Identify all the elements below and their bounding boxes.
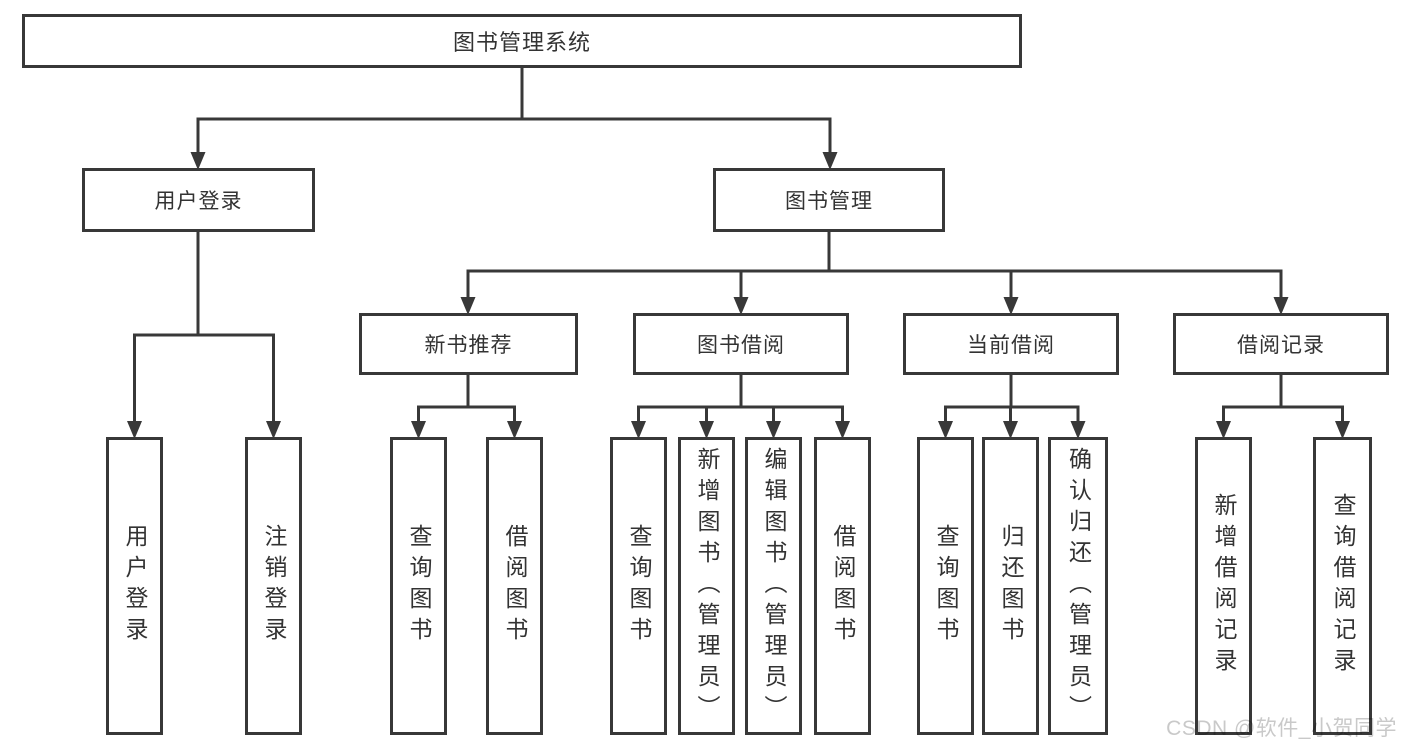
leaf-label: 归还图书 — [998, 524, 1024, 648]
leaf-query-books-current: 查询图书 — [917, 437, 974, 735]
leaf-label: 借阅图书 — [830, 524, 856, 648]
leaf-query-books-borrow: 查询图书 — [610, 437, 667, 735]
node-library-system: 图书管理系统 — [22, 14, 1022, 68]
leaf-label: 新增借阅记录 — [1211, 493, 1237, 679]
leaf-borrow-books: 借阅图书 — [814, 437, 871, 735]
node-borrowing-records: 借阅记录 — [1173, 313, 1389, 375]
leaf-return-books: 归还图书 — [982, 437, 1039, 735]
leaf-logout: 注销登录 — [245, 437, 302, 735]
leaf-user-login: 用户登录 — [106, 437, 163, 735]
leaf-label: 查询借阅记录 — [1330, 493, 1356, 679]
leaf-label: 注销登录 — [261, 524, 287, 648]
leaf-borrow-books-recommend: 借阅图书 — [486, 437, 543, 735]
leaf-confirm-return-admin: 确认归还（管理员） — [1048, 437, 1108, 735]
leaf-add-borrow-record: 新增借阅记录 — [1195, 437, 1252, 735]
node-current-borrowing: 当前借阅 — [903, 313, 1119, 375]
node-book-borrowing: 图书借阅 — [633, 313, 849, 375]
leaf-label: 用户登录 — [122, 524, 148, 648]
leaf-label: 查询图书 — [933, 524, 959, 648]
leaf-edit-book-admin: 编辑图书（管理员） — [745, 437, 802, 735]
leaf-label: 新增图书（管理员） — [694, 446, 720, 726]
leaf-label: 编辑图书（管理员） — [761, 446, 787, 726]
node-book-management: 图书管理 — [713, 168, 945, 232]
watermark: CSDN @软件_小贺同学 — [1166, 717, 1397, 740]
tree-edges — [133, 66, 1344, 425]
leaf-query-borrow-record: 查询借阅记录 — [1313, 437, 1372, 735]
leaf-add-book-admin: 新增图书（管理员） — [678, 437, 735, 735]
leaf-label: 借阅图书 — [502, 524, 528, 648]
leaf-label: 查询图书 — [406, 524, 432, 648]
leaf-label: 查询图书 — [626, 524, 652, 648]
node-new-book-recommend: 新书推荐 — [359, 313, 578, 375]
node-user-login: 用户登录 — [82, 168, 315, 232]
leaf-label: 确认归还（管理员） — [1065, 446, 1092, 726]
leaf-query-books-recommend: 查询图书 — [390, 437, 447, 735]
